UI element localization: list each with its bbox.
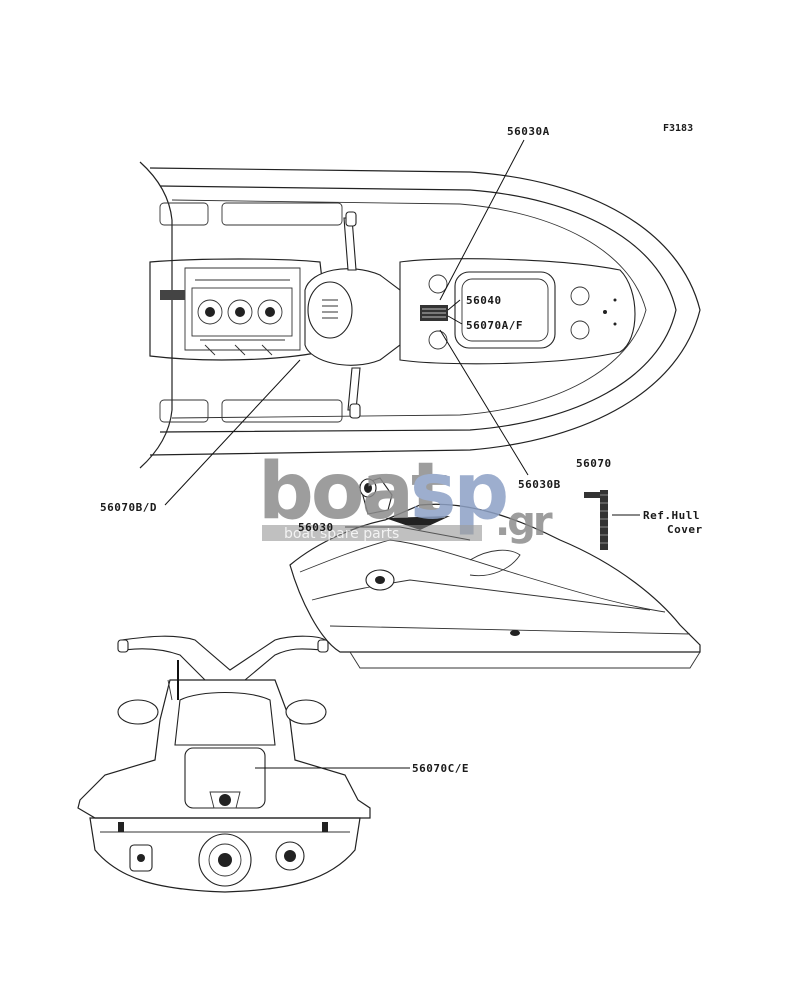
watermark-tagline-bar	[262, 525, 482, 541]
top-view-watercraft	[139, 161, 701, 469]
watermark: boat sp .gr boat spare parts	[258, 447, 556, 545]
decal-56070-sample	[584, 490, 608, 550]
label-56070C-E: 56070C/E	[412, 762, 469, 775]
part-labels: F3183 56030A 56040 56070A/F 56030B 56070…	[100, 123, 703, 775]
label-56030B: 56030B	[518, 478, 561, 491]
label-56070A-F: 56070A/F	[466, 319, 523, 332]
label-ref-cover: Cover	[667, 523, 703, 536]
side-view-watercraft	[289, 477, 701, 669]
watermark-brand-left: boat	[258, 447, 447, 537]
rear-view-watercraft	[77, 635, 371, 893]
engine-block	[160, 279, 293, 356]
figure-code: F3183	[663, 123, 693, 134]
watermark-tagline: boat spare parts	[284, 526, 399, 542]
label-56030: 56030	[298, 521, 334, 534]
label-56070: 56070	[576, 457, 612, 470]
label-56040: 56040	[466, 294, 502, 307]
label-56070B-D: 56070B/D	[100, 501, 157, 514]
watermark-suffix: .gr	[495, 499, 553, 545]
label-ref-hull: Ref.Hull	[643, 509, 700, 522]
watermark-brand-right: sp	[410, 447, 506, 537]
label-56030A: 56030A	[507, 125, 550, 138]
